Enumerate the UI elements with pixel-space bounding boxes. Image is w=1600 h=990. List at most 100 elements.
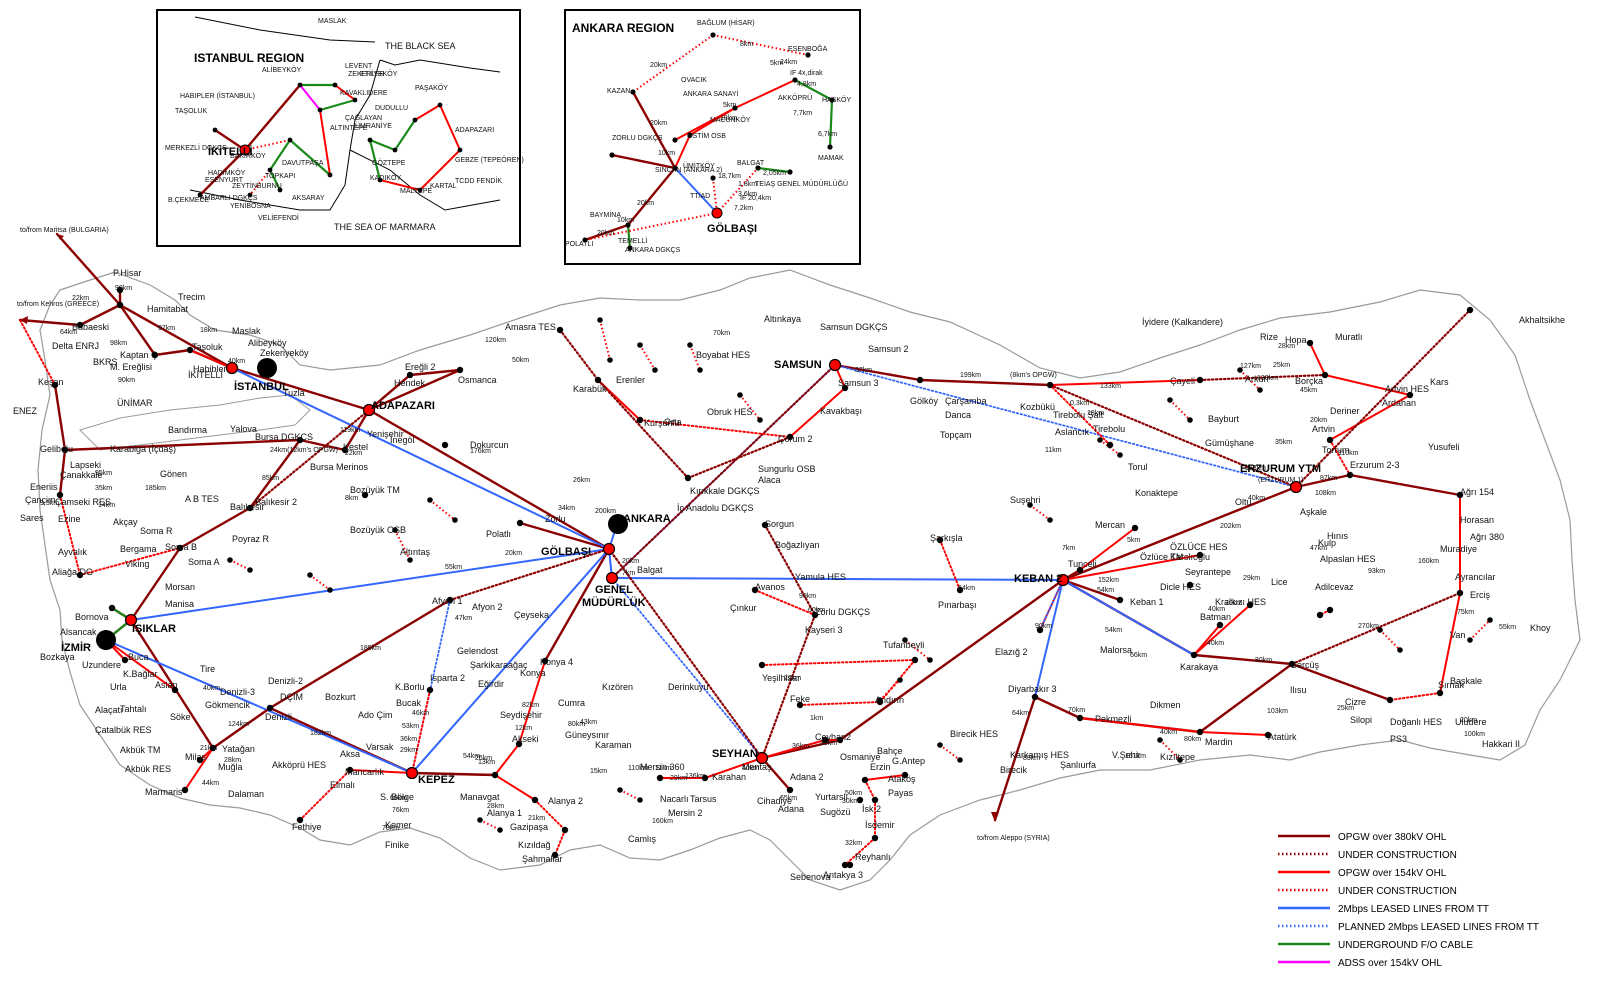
station-node — [1106, 441, 1114, 449]
distance-label: 90km — [799, 593, 816, 600]
station-node — [937, 742, 943, 748]
station-node — [307, 572, 313, 578]
arrow-syria — [991, 812, 999, 822]
inset-link — [299, 84, 321, 111]
distance-label: 39km — [820, 740, 837, 747]
place-label: Kurşunlu — [644, 418, 680, 428]
hub-node — [755, 751, 769, 765]
station-node — [266, 704, 274, 712]
hub-node — [124, 613, 138, 627]
link-opgw380 — [63, 438, 302, 452]
place-label: Habibler — [193, 364, 227, 374]
link-opgw154 — [1079, 527, 1136, 571]
inset-place-label: ZEYTİNBURNU — [232, 181, 282, 190]
distance-label: 13km — [478, 759, 495, 766]
place-label: Yalova — [230, 424, 257, 434]
place-label: Keban 1 — [1130, 597, 1164, 607]
golbasi-inset-label: GÖLBAŞI — [707, 222, 757, 235]
distance-label: 9,5km — [40, 500, 59, 507]
station-node — [1047, 517, 1053, 523]
syria-label: to/from Aleppo (SYRIA) — [977, 835, 1050, 842]
place-label: Birecik — [1000, 765, 1028, 775]
istanbul-inset-frame — [156, 9, 521, 247]
link-spur — [639, 344, 656, 371]
hub-node — [828, 358, 842, 372]
distance-label: 35km — [95, 485, 112, 492]
place-label: Ceyhan2 — [815, 732, 851, 742]
place-label: Çanakkale — [60, 470, 103, 480]
hub-node — [605, 571, 619, 585]
station-node — [786, 786, 794, 794]
inset-node — [267, 167, 273, 173]
link-spur — [939, 744, 961, 761]
inset-place-label: ÇAĞLAYAN — [345, 113, 382, 122]
place-label: Poyraz R — [232, 534, 270, 544]
station-node — [1406, 391, 1414, 399]
station-node — [1436, 689, 1444, 697]
station-node — [841, 861, 849, 869]
inset-link — [369, 138, 396, 152]
place-label: Buca — [128, 652, 149, 662]
station-node — [1187, 417, 1193, 423]
place-label: Şahmallar — [522, 854, 563, 864]
place-label: Dicle HES — [1160, 582, 1201, 592]
link-opgw380 — [230, 366, 371, 412]
place-label: Cumra — [558, 698, 585, 708]
inset-distance-label: 20km — [637, 200, 654, 207]
link-opgw154 — [1439, 592, 1461, 694]
place-label: İyidere (Kalkandere) — [1142, 317, 1223, 327]
inset-node — [437, 102, 443, 108]
distance-label: 8km — [345, 495, 358, 502]
station-node — [871, 834, 879, 842]
link-opgw380 — [178, 506, 252, 550]
link-spur — [904, 639, 931, 661]
station-node — [1397, 647, 1403, 653]
station-node — [684, 474, 692, 482]
station-node — [757, 417, 763, 423]
inset-node — [457, 147, 463, 153]
station-node — [551, 851, 559, 859]
place-label: Hınıs — [1327, 531, 1349, 541]
place-label: Erenler — [616, 375, 645, 385]
city-marker — [96, 630, 116, 650]
place-label: Gazipaşa — [510, 822, 548, 832]
station-node — [1487, 617, 1493, 623]
ankara-inset-frame — [564, 9, 861, 265]
distance-label: 43km — [580, 719, 597, 726]
distance-label: 50km — [512, 357, 529, 364]
golbasi-label: GÖLBAŞI — [541, 545, 591, 558]
inset-place-label: HADIMKÖY — [208, 169, 246, 177]
inset-link — [334, 84, 356, 101]
inset-node — [582, 237, 588, 243]
place-label: Malorsa — [1100, 645, 1132, 655]
station-node — [341, 446, 349, 454]
link-spur — [229, 559, 251, 571]
place-label: Dikmen — [1150, 700, 1181, 710]
place-label: V.Şehir — [1112, 750, 1141, 760]
station-node — [426, 686, 434, 694]
distance-label: 14km — [98, 502, 115, 509]
link-opgw380 — [367, 373, 412, 412]
link-opgw380 — [129, 546, 182, 622]
inset-place-label: KAZAN — [607, 88, 630, 95]
distance-label: 185km — [360, 645, 381, 652]
place-label: Ado Çim — [358, 710, 393, 720]
distance-label: 161km — [1125, 753, 1146, 760]
station-node — [186, 346, 194, 354]
link-opgw154 — [1329, 394, 1411, 441]
place-label: Bozkurt — [325, 692, 356, 702]
place-label: Yeşilhisar — [762, 673, 800, 683]
inset-link — [611, 153, 676, 170]
place-label: Şarkikaraağaç — [470, 660, 528, 670]
link-planned — [1039, 579, 1064, 631]
place-label: Mersin 360 — [640, 762, 685, 772]
inset-link — [269, 169, 281, 191]
place-label: K.Borlu — [395, 682, 425, 692]
place-label: Van — [1450, 630, 1465, 640]
station-node — [1117, 452, 1123, 458]
place-label: Çamseki RES — [55, 497, 111, 507]
inset-place-label: ESENBOĞA — [788, 44, 828, 53]
station-node — [637, 342, 643, 348]
inset-link — [674, 167, 718, 214]
distance-label: 76km — [392, 807, 409, 814]
